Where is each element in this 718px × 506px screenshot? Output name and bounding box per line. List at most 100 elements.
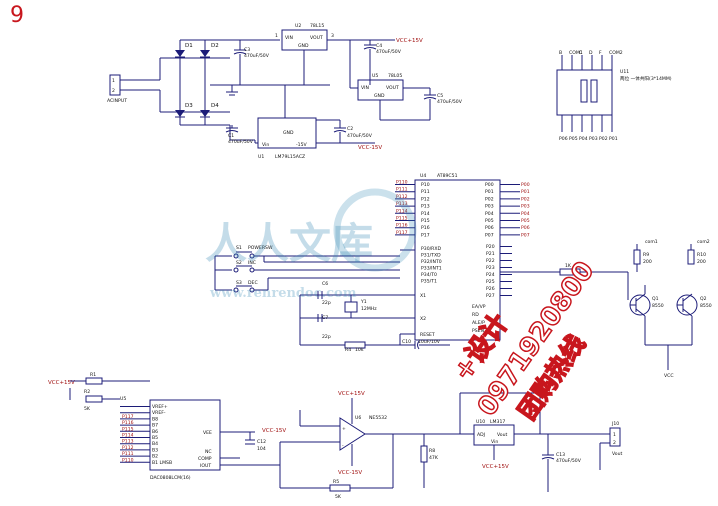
dac-pin-0: VREF+ xyxy=(152,404,168,410)
r4-value: 10k xyxy=(355,347,364,353)
mcu-rd: RD xyxy=(472,312,479,318)
watermark-logo-icon xyxy=(333,188,417,272)
resistor-r8 xyxy=(420,445,428,463)
u5-gnd: GND xyxy=(374,93,385,99)
c3-label: C3 xyxy=(244,47,250,53)
mcu-pin-p01: P01 xyxy=(485,189,494,195)
opamp-part: NE5532 xyxy=(369,415,387,421)
c13-value: 470uF/50V xyxy=(556,458,582,464)
resistor-r2 xyxy=(85,395,103,403)
r5-value: 5K xyxy=(335,494,342,500)
s1-name: POWERSW xyxy=(248,245,273,251)
lm317-part: LM317 xyxy=(490,419,505,425)
mcu-pin-p13: P13 xyxy=(421,204,430,210)
c1-label: C1 xyxy=(228,133,234,139)
r4-label: R4 xyxy=(345,347,351,353)
r8-value: 47K xyxy=(429,455,439,461)
svg-text:+: + xyxy=(342,426,346,432)
opamp-section: + - U6 NE5532 VCC+15V VCC-15V R5 5K R8 4… xyxy=(279,391,460,500)
c1-value: 470uF/50V xyxy=(228,139,254,145)
dac-pin-5: B5 xyxy=(152,435,158,441)
crystal-section: Y1 12MHz C6 22p C7 22p R4 10k C10 10uF/1… xyxy=(299,281,450,353)
ac-input-connector xyxy=(109,74,121,96)
mcu-pin-p11: P11 xyxy=(421,189,430,195)
opamp-vcc-plus: VCC+15V xyxy=(338,391,365,397)
mcu-pin-p07: P07 xyxy=(485,232,494,238)
mcu-rnet-7: P07 xyxy=(521,232,530,238)
c4-value: 470uF/50V xyxy=(376,49,402,55)
mcu-p3-5: P35/T1 xyxy=(421,279,437,285)
u2-ref: U2 xyxy=(295,23,301,29)
c2-value: 470uF/50V xyxy=(347,133,373,139)
disp-top-3: D xyxy=(589,50,593,56)
disp-top-5: COM2 xyxy=(609,50,623,56)
disp-bot-1: P05 xyxy=(569,136,578,142)
lm317-adj: ADJ xyxy=(477,432,485,438)
c10-label: C10 xyxy=(402,339,411,345)
r9-label: R9 xyxy=(643,252,649,258)
j10-label: J10 xyxy=(611,421,619,427)
c10-value: 10uF/10V xyxy=(418,339,441,345)
c7-label: C7 xyxy=(322,315,328,321)
q1-part: 8550 xyxy=(652,303,664,309)
lm317-vout: Vout xyxy=(497,432,508,438)
mcu-p3-2: P32/INT0 xyxy=(421,259,442,265)
u2-pin1: 1 xyxy=(275,33,278,39)
disp-top-1: COM1 xyxy=(569,50,583,56)
u2-vout: VOUT xyxy=(310,35,323,41)
r10-label: R10 xyxy=(697,252,706,258)
mcu-p2-1: P21 xyxy=(486,251,495,257)
c6-label: C6 xyxy=(322,281,328,287)
mcu-p2-2: P22 xyxy=(486,258,495,264)
mcu-ea: EA/VP xyxy=(472,304,486,310)
r2-value: 5K xyxy=(84,406,91,412)
lm317-vin: Vin xyxy=(491,439,498,445)
c12-value: 104 xyxy=(257,446,266,452)
stamp-watermark: +设计 0971920800 团购热线 xyxy=(447,256,601,426)
dac-vcc-minus: VCC-15V xyxy=(262,428,286,434)
driver-section: 1K Q1 8550 Q2 8550 R9 200 R10 200 com1 c… xyxy=(500,239,712,379)
u2-part: 78L15 xyxy=(310,23,324,29)
disp-bot-2: P04 xyxy=(579,136,588,142)
q2-part: 8550 xyxy=(700,303,712,309)
dac-chip xyxy=(149,399,221,471)
dac-net-7: P112 xyxy=(122,445,134,451)
r2-label: R2 xyxy=(84,389,90,395)
mcu-net-0: P110 xyxy=(396,180,408,186)
mcu-pin-p16: P16 xyxy=(421,225,430,231)
s2-label: S2 xyxy=(236,260,242,266)
dac-part: DAC0808LCM(16) xyxy=(150,475,191,481)
mcu-pin-p04: P04 xyxy=(485,211,494,217)
regulator-u1 xyxy=(257,117,317,149)
r9-value: 200 xyxy=(643,259,652,265)
c5-value: 470uF/50V xyxy=(437,99,463,105)
mcu-p2-3: P23 xyxy=(486,265,495,271)
dac-pin-1: VREF- xyxy=(152,410,166,416)
dac-vee: VEE xyxy=(203,430,212,436)
driver-vcc: VCC xyxy=(664,373,674,379)
c4-label: C4 xyxy=(376,43,382,49)
mcu-rnet-1: P01 xyxy=(521,189,530,195)
display-body xyxy=(556,69,613,116)
disp-top-4: F xyxy=(599,50,602,56)
display-ref: U11 xyxy=(620,69,629,75)
mcu-pin-p05: P05 xyxy=(485,218,494,224)
mcu-rnet-3: P03 xyxy=(521,204,530,210)
opamp-ref: U6 xyxy=(355,415,361,421)
s3-label: S3 xyxy=(236,280,242,286)
dac-pin-3: B7 xyxy=(152,423,158,429)
opamp-symbol xyxy=(339,417,366,451)
disp-bot-3: P03 xyxy=(589,136,598,142)
dac-nc: NC xyxy=(205,449,212,455)
display-desc: 两位 一体共阳(3*14MM) xyxy=(620,75,672,82)
dac-net-4: P115 xyxy=(122,426,134,432)
display-u11: U11 两位 一体共阳(3*14MM) B COM1 C D F COM2 P0… xyxy=(556,50,672,142)
c7-value: 22p xyxy=(322,334,331,340)
s3-name: DEC xyxy=(248,280,258,286)
vcc15-top-label: VCC+15V xyxy=(396,38,423,44)
q2-label: Q2 xyxy=(700,296,707,302)
dac-pin-8: B2 xyxy=(152,454,158,460)
s2-name: INC xyxy=(248,260,256,266)
resistor-r1 xyxy=(85,377,103,385)
mcu-p2-7: P27 xyxy=(486,293,495,299)
